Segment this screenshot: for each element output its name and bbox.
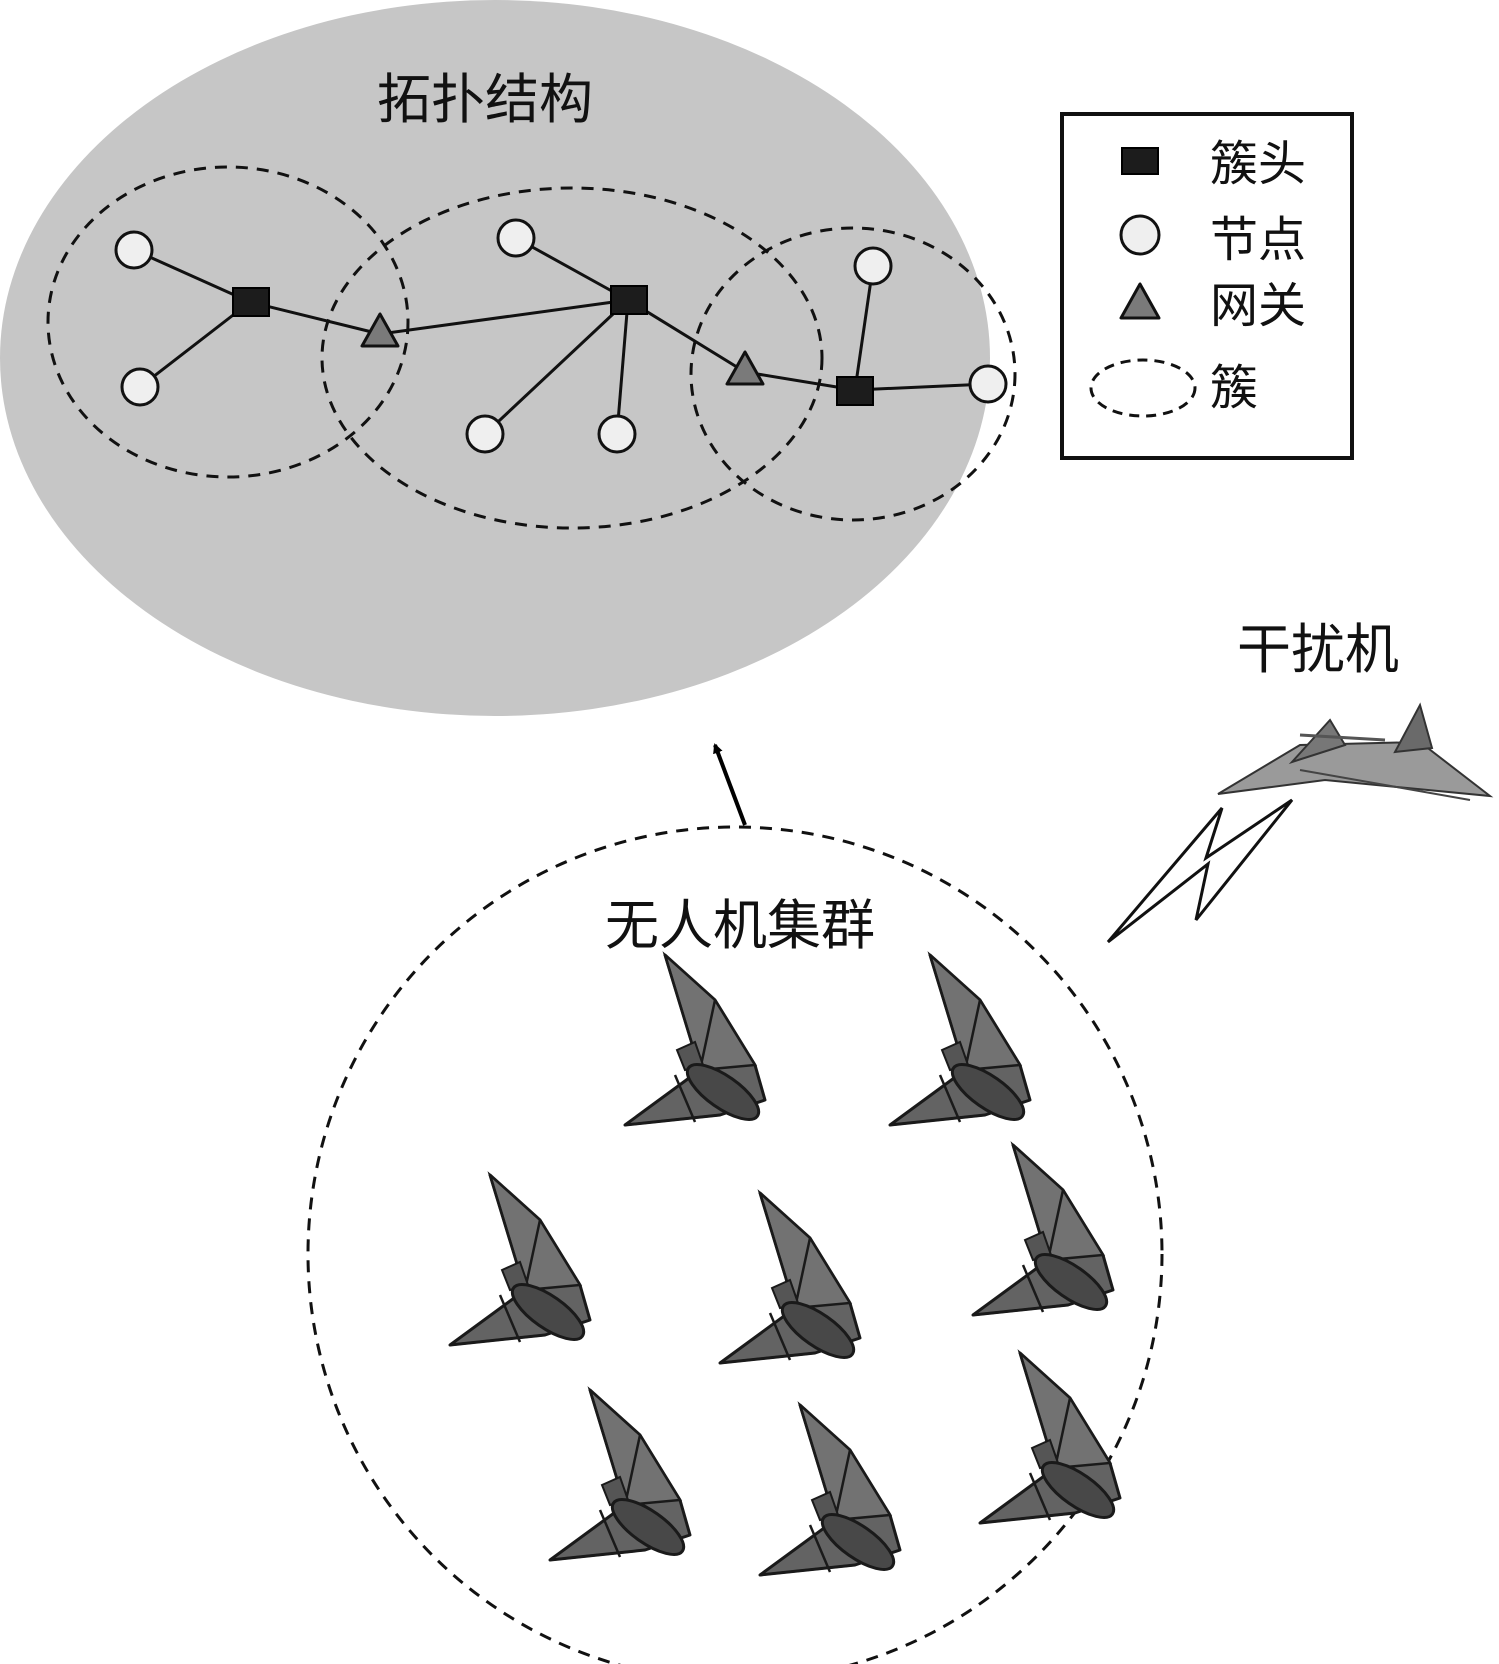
legend-node-icon — [1119, 214, 1161, 256]
swarm-boundary — [306, 825, 1164, 1664]
jammer-label: 干扰机 — [1237, 618, 1399, 681]
clusters — [46, 165, 1017, 530]
drone-icon — [623, 953, 769, 1131]
drone-icon — [971, 1143, 1117, 1321]
node — [120, 367, 160, 407]
node — [597, 414, 637, 454]
cluster-heads — [232, 285, 874, 406]
node — [114, 230, 154, 270]
node — [853, 246, 893, 286]
drone-icon — [758, 1403, 904, 1581]
node — [496, 218, 536, 258]
drone-icon — [978, 1351, 1124, 1529]
legend-box — [1060, 112, 1354, 460]
cluster-middle — [320, 186, 824, 530]
legend-cluster-label: 簇 — [1210, 360, 1258, 416]
cluster-left — [46, 165, 410, 479]
legend-cluster-head-label: 簇头 — [1210, 136, 1306, 192]
gateway — [725, 350, 765, 386]
cluster-right — [689, 226, 1017, 522]
legend-gateway-label: 网关 — [1210, 278, 1306, 334]
topology-title: 拓扑结构 — [377, 68, 593, 131]
jammer-aircraft-icon — [1217, 702, 1494, 801]
legend: 簇头 节点 网关 簇 — [1060, 112, 1354, 460]
cluster-head — [232, 287, 270, 317]
legend-gateway-icon — [1119, 282, 1161, 320]
legend-cluster-icon — [1089, 358, 1197, 418]
gateways — [360, 312, 765, 386]
legend-node-label: 节点 — [1210, 212, 1306, 268]
topology-bubble — [0, 0, 990, 716]
cluster-head — [836, 376, 874, 406]
cluster-head — [610, 285, 648, 315]
swarm-to-topology-arrow — [713, 743, 747, 826]
node — [465, 414, 505, 454]
drone-icon — [888, 953, 1034, 1131]
member-nodes — [114, 218, 1008, 454]
swarm-title: 无人机集群 — [605, 894, 875, 957]
drone-icon — [718, 1191, 864, 1369]
jamming-signal-icon — [1106, 798, 1294, 944]
drone-icon — [448, 1173, 594, 1351]
drone-icon — [548, 1388, 694, 1566]
node — [968, 364, 1008, 404]
gateway — [360, 312, 400, 348]
drone-swarm — [448, 953, 1124, 1581]
legend-cluster-head-icon — [1121, 147, 1159, 175]
